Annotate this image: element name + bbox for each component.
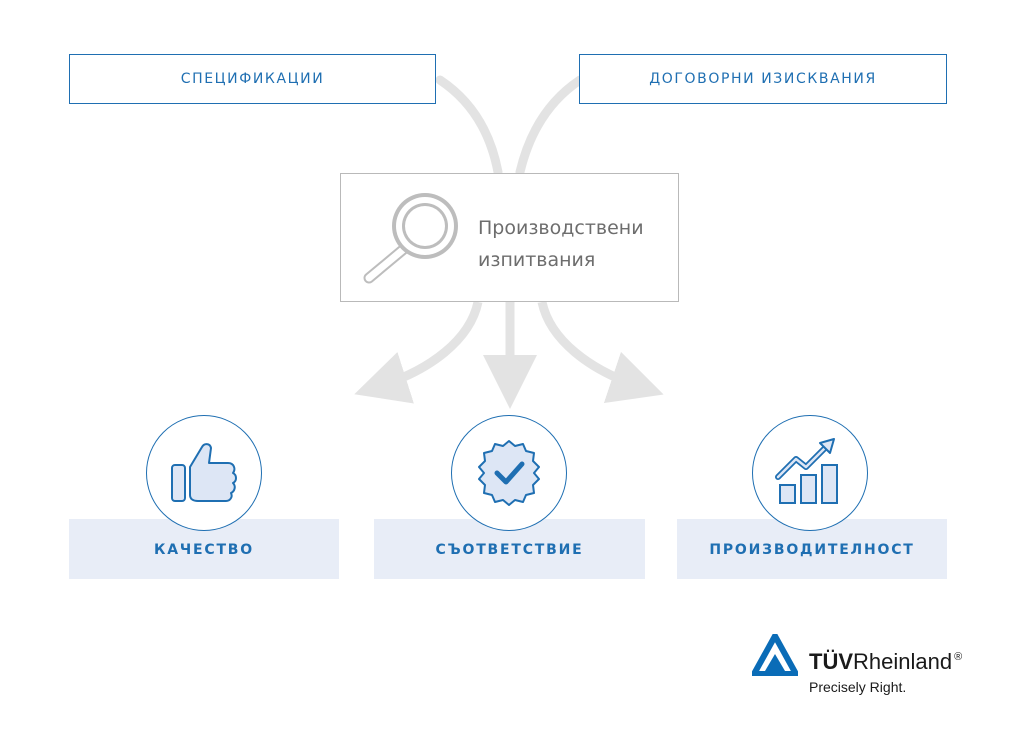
outcome-conformity-label: СЪОТВЕТСТВИЕ	[435, 542, 584, 558]
check-badge-icon	[478, 440, 540, 506]
magnifier-icon	[363, 193, 458, 284]
contract-requirements-box: ДОГОВОРНИ ИЗИСКВАНИЯ	[579, 54, 947, 104]
growth-chart-icon	[775, 438, 838, 504]
production-testing-line1: Производствени	[478, 217, 644, 239]
production-testing-line2: изпитвания	[478, 249, 596, 271]
registered-mark: ®	[954, 651, 963, 663]
specifications-box: СПЕЦИФИКАЦИИ	[69, 54, 436, 104]
thumbs-up-icon-circle	[146, 415, 262, 531]
arrow-center-to-quality	[354, 300, 483, 404]
arrow-spec-to-center	[435, 75, 503, 177]
production-testing-box: Производствени изпитвания	[340, 173, 679, 302]
arrow-contract-to-center	[515, 75, 585, 177]
brand-bold: TÜV	[809, 649, 853, 674]
specifications-label: СПЕЦИФИКАЦИИ	[180, 71, 325, 87]
outcome-quality-label: КАЧЕСТВО	[154, 542, 254, 558]
brand-tagline: Precisely Right.	[809, 679, 907, 695]
tuv-triangle-icon	[752, 634, 798, 676]
production-testing-text: Производствени изпитвания	[478, 212, 668, 276]
thumbs-up-icon	[171, 443, 237, 502]
arrow-center-to-performance	[537, 300, 664, 404]
brand-regular: Rheinland	[853, 649, 953, 674]
growth-chart-icon-circle	[752, 415, 868, 531]
brand-name: TÜVRheinland®	[809, 645, 962, 674]
outcome-performance-label: ПРОИЗВОДИТЕЛНОСТ	[709, 542, 915, 558]
tuv-rheinland-logo: TÜVRheinland® Precisely Right.	[752, 632, 992, 702]
contract-requirements-label: ДОГОВОРНИ ИЗИСКВАНИЯ	[649, 71, 877, 87]
check-badge-icon-circle	[451, 415, 567, 531]
